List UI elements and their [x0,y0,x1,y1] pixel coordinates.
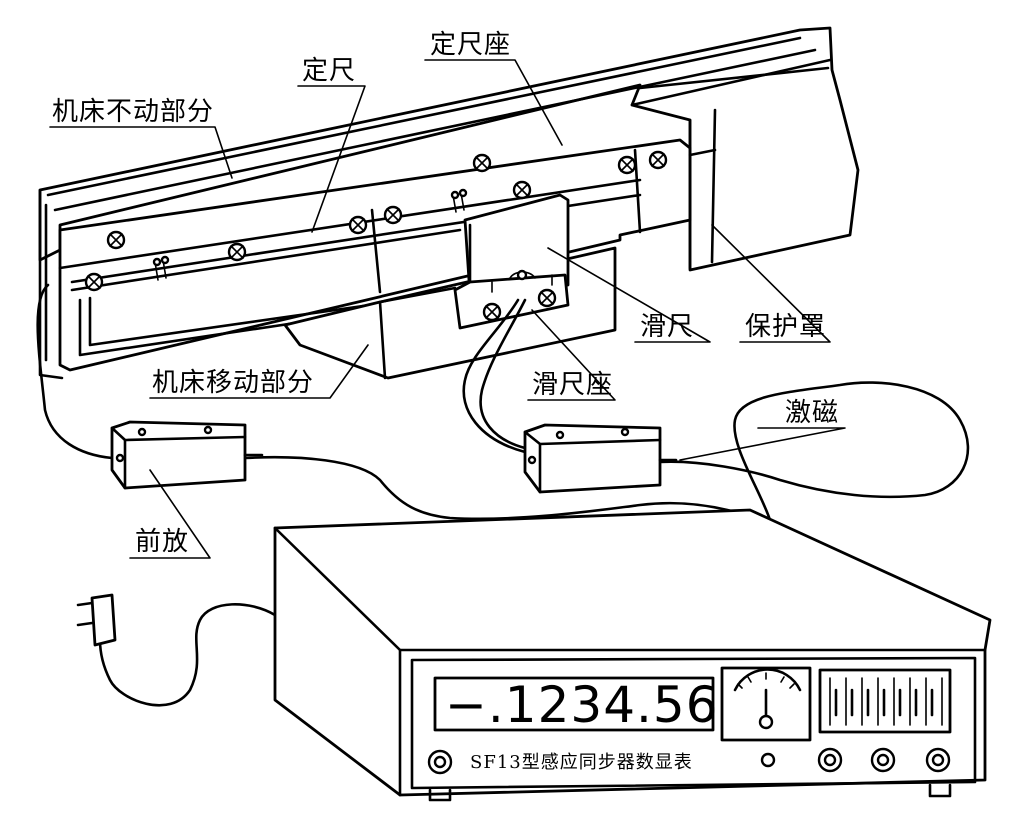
label-excitation: 激磁 [785,398,839,428]
power-plug-icon [76,593,117,647]
cables [36,283,970,707]
slider-screw-1 [482,302,502,322]
clip-1 [152,255,170,281]
fixed-scale-screws [84,150,668,292]
knob-center [760,752,776,768]
leader-lines [49,59,846,559]
knob-right-2 [870,747,896,773]
preamp-box [110,420,264,490]
excitation-box [523,423,678,494]
switch-bank [818,668,952,734]
screw-4 [383,205,403,225]
screw-9 [84,272,104,292]
model-label: SF13型感应同步器数显表 [470,752,693,773]
label-fixed-scale: 定尺 [302,56,356,86]
label-slider-base: 滑尺座 [532,370,613,400]
knob-right-1 [817,747,843,773]
label-cover: 保护罩 [745,312,826,342]
slider-assembly [453,193,570,330]
analog-meter-icon [720,666,812,742]
knob-left [427,749,453,775]
clip-2 [450,188,468,213]
labels: 机床不动部分 定尺 定尺座 滑尺 保护罩 机床移动部分 滑尺座 激磁 前放 [52,30,839,557]
label-slider: 滑尺 [640,312,694,342]
readout-text: −.1234.56 [445,676,719,734]
screw-2 [227,242,247,262]
digital-readout: −.1234.56 [433,676,719,734]
protective-cover [688,108,717,270]
screw-7 [617,155,637,175]
label-machine-fixed: 机床不动部分 [52,97,214,127]
knob-right-3 [925,747,951,773]
label-preamp: 前放 [135,527,189,557]
slider-screw-2 [537,288,557,308]
label-machine-moving: 机床移动部分 [152,368,314,398]
label-fixed-scale-base: 定尺座 [430,30,511,60]
screw-1 [106,230,126,250]
screw-6 [512,180,532,200]
display-unit: −.1234.56 SF13型感应同步器数显表 [273,508,992,802]
screw-5 [472,153,492,173]
screw-3 [348,215,368,235]
screw-8 [648,150,668,170]
